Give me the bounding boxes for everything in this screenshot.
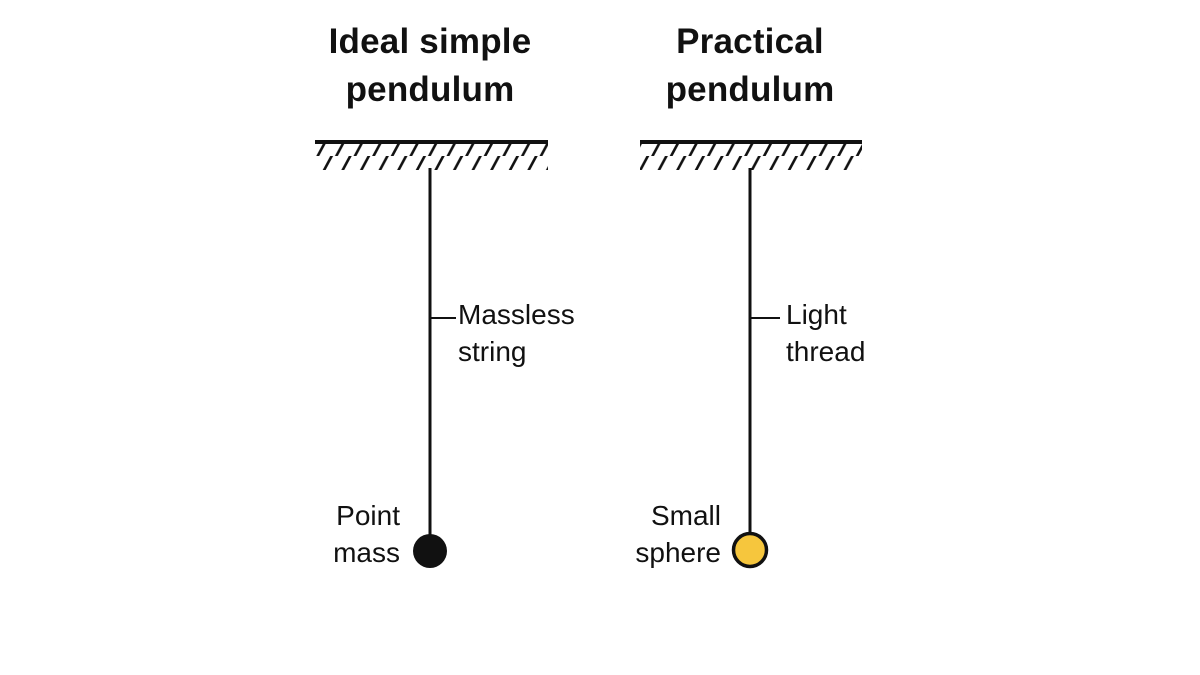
left-bob-point-mass [413, 534, 447, 568]
right-string-label: Light thread [786, 299, 866, 367]
right-bob-label: Small sphere [635, 500, 721, 568]
right-pendulum-title: Practical pendulum [665, 22, 835, 109]
right-ceiling-hatch [640, 144, 862, 170]
left-pendulum-title: Ideal simple pendulum [328, 22, 532, 109]
left-bob-label: Point mass [333, 500, 400, 568]
left-ceiling-hatch [315, 144, 548, 170]
right-bob-small-sphere [731, 531, 769, 569]
left-string-label: Massless string [458, 299, 575, 367]
